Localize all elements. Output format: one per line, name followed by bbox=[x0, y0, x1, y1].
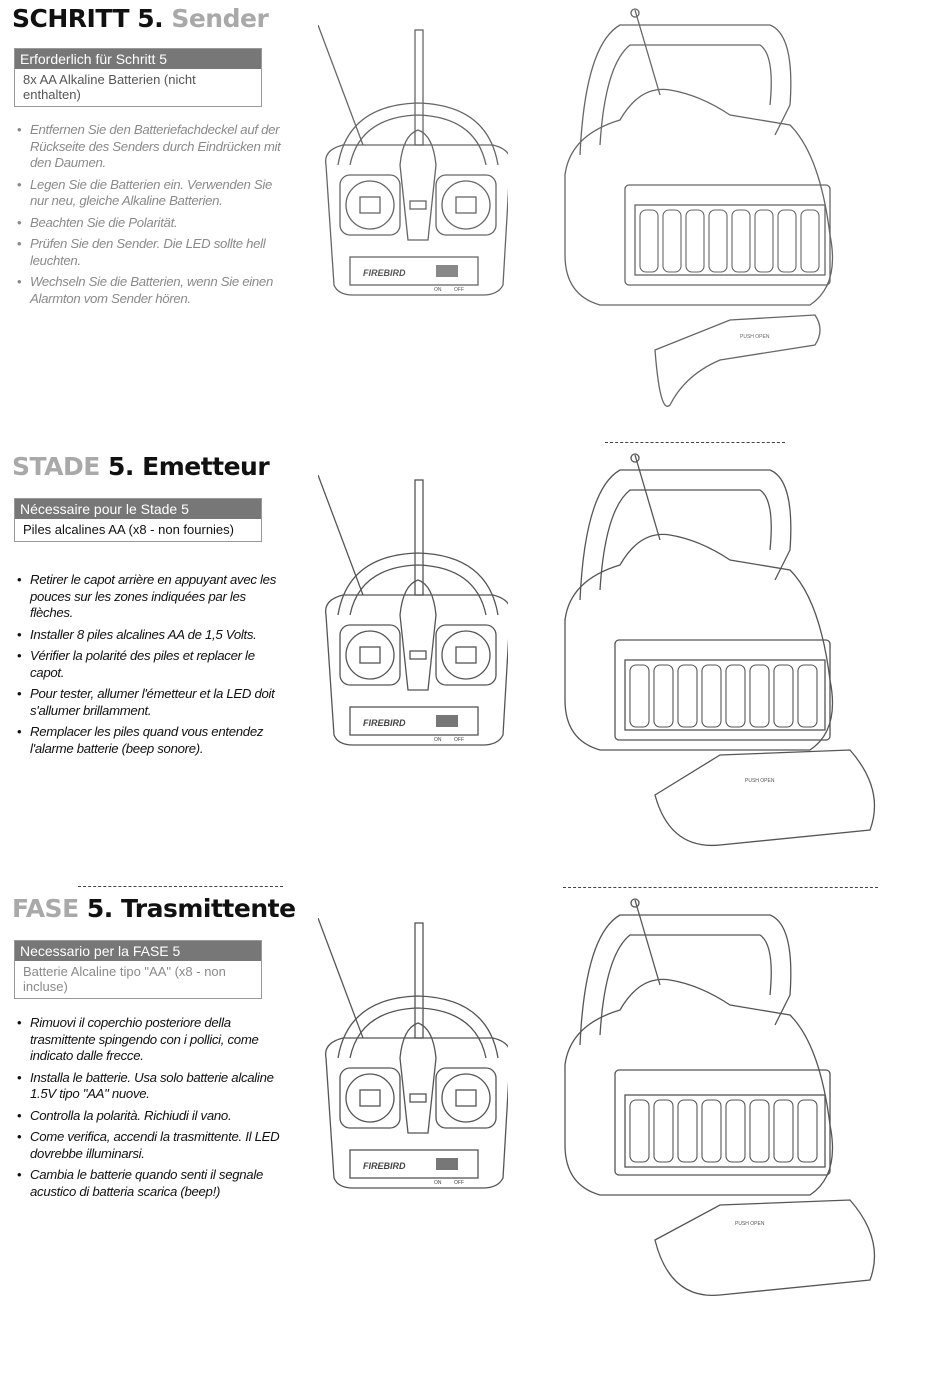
section-title: FASE 5. Trasmittente bbox=[12, 894, 296, 923]
divider bbox=[563, 887, 878, 888]
instruction-item: Beachten Sie die Polarität. bbox=[14, 215, 284, 232]
instruction-item: Retirer le capot arrière en appuyant ave… bbox=[14, 572, 284, 622]
instruction-item: Come verifica, accendi la trasmittente. … bbox=[14, 1129, 284, 1162]
title-step: FASE bbox=[12, 894, 79, 923]
transmitter-front-illustration: FIREBIRD ON OFF bbox=[318, 918, 508, 1189]
section-italian: FASE 5. Trasmittente Necessario per la F… bbox=[0, 880, 950, 1330]
divider bbox=[605, 442, 785, 443]
title-name: 5. Trasmittente bbox=[86, 894, 296, 923]
requirements-box: Necessario per la FASE 5 Batterie Alcali… bbox=[14, 940, 262, 999]
section-french: STADE 5. Emetteur Nécessaire pour le Sta… bbox=[0, 440, 950, 870]
cover-label: PUSH OPEN bbox=[745, 778, 775, 784]
switch-on-label: ON bbox=[434, 737, 442, 743]
title-step: STADE bbox=[12, 452, 100, 481]
divider bbox=[78, 886, 283, 887]
requirements-heading: Nécessaire pour le Stade 5 bbox=[15, 499, 261, 519]
instruction-item: Entfernen Sie den Batteriefachdeckel auf… bbox=[14, 122, 284, 172]
transmitter-front-illustration: FIREBIRD ON OFF bbox=[318, 475, 508, 746]
instruction-item: Legen Sie die Batterien ein. Verwenden S… bbox=[14, 177, 284, 210]
instruction-item: Prüfen Sie den Sender. Die LED sollte he… bbox=[14, 236, 284, 269]
instruction-list: Rimuovi il coperchio posteriore della tr… bbox=[14, 1015, 284, 1205]
instruction-item: Controlla la polarità. Richiudi il vano. bbox=[14, 1108, 284, 1125]
instruction-item: Cambia le batterie quando senti il segna… bbox=[14, 1167, 284, 1200]
instruction-item: Remplacer les piles quand vous entendez … bbox=[14, 724, 284, 757]
title-name: 5. Emetteur bbox=[108, 452, 270, 481]
instruction-item: Installer 8 piles alcalines AA de 1,5 Vo… bbox=[14, 627, 284, 644]
battery-compartment-illustration: PUSH OPEN bbox=[564, 453, 876, 847]
transmitter-label: FIREBIRD bbox=[363, 268, 406, 278]
switch-off-label: OFF bbox=[454, 287, 464, 293]
title-name: Sender bbox=[171, 4, 269, 33]
requirements-text: 8x AA Alkaline Batterien (nicht enthalte… bbox=[23, 72, 196, 102]
requirements-text: Piles alcalines AA (x8 - non fournies) bbox=[23, 522, 234, 537]
instruction-list: Retirer le capot arrière en appuyant ave… bbox=[14, 572, 284, 762]
instruction-item: Wechseln Sie die Batterien, wenn Sie ein… bbox=[14, 274, 284, 307]
instruction-list: Entfernen Sie den Batteriefachdeckel auf… bbox=[14, 122, 284, 312]
transmitter-label: FIREBIRD bbox=[363, 718, 406, 728]
section-title: STADE 5. Emetteur bbox=[12, 452, 270, 481]
requirements-box: Erforderlich für Schritt 5 8x AA Alkalin… bbox=[14, 48, 262, 107]
requirements-text: Batterie Alcaline tipo "AA" (x8 - non in… bbox=[23, 964, 226, 994]
switch-off-label: OFF bbox=[454, 1180, 464, 1186]
instruction-item: Pour tester, allumer l'émetteur et la LE… bbox=[14, 686, 284, 719]
requirements-heading: Erforderlich für Schritt 5 bbox=[15, 49, 261, 69]
cover-label: PUSH OPEN bbox=[740, 334, 770, 340]
requirements-box: Nécessaire pour le Stade 5 Piles alcalin… bbox=[14, 498, 262, 542]
requirements-heading: Necessario per la FASE 5 bbox=[15, 941, 261, 961]
battery-compartment-illustration: PUSH OPEN bbox=[564, 8, 834, 407]
instruction-item: Installa le batterie. Usa solo batterie … bbox=[14, 1070, 284, 1103]
switch-on-label: ON bbox=[434, 287, 442, 293]
battery-compartment-illustration: PUSH OPEN bbox=[564, 898, 876, 1297]
instruction-item: Rimuovi il coperchio posteriore della tr… bbox=[14, 1015, 284, 1065]
transmitter-front-illustration: FIREBIRD ON OFF bbox=[318, 25, 508, 296]
instruction-item: Vérifier la polarité des piles et replac… bbox=[14, 648, 284, 681]
transmitter-label: FIREBIRD bbox=[363, 1161, 406, 1171]
switch-off-label: OFF bbox=[454, 737, 464, 743]
section-title: SCHRITT 5. Sender bbox=[12, 4, 269, 33]
section-german: SCHRITT 5. Sender Erforderlich für Schri… bbox=[0, 0, 950, 430]
title-step: SCHRITT 5. bbox=[12, 4, 164, 33]
cover-label: PUSH OPEN bbox=[735, 1221, 765, 1227]
switch-on-label: ON bbox=[434, 1180, 442, 1186]
